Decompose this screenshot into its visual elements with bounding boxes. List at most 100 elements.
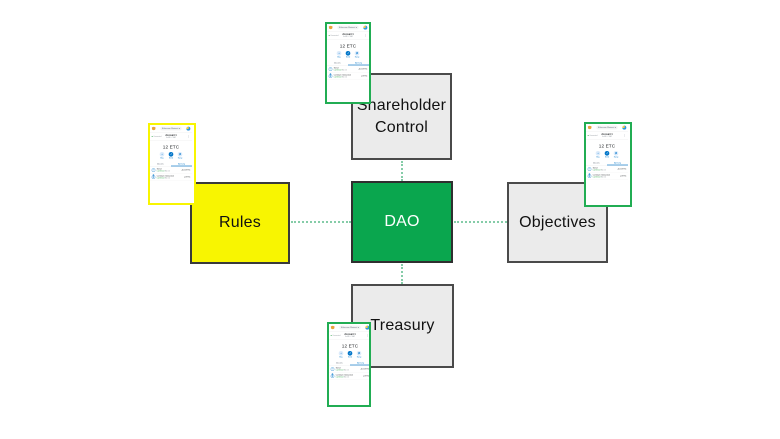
- send-label: Send: [168, 157, 174, 160]
- network-selector: Ethereum Mainnet ▾: [160, 126, 182, 131]
- tab-activity: Activity: [606, 161, 628, 166]
- send-action: ↗ Send: [345, 50, 351, 58]
- node-treasury-label: Treasury: [370, 317, 435, 334]
- buy-action: + Buy: [159, 151, 165, 159]
- transaction-row: ↗ Send Confirmed Mar 15 -0.01 ETC: [150, 167, 192, 174]
- send-action: ↗ Send: [604, 150, 610, 159]
- node-rules-label: Rules: [219, 214, 261, 231]
- account-name: Account 1: [165, 134, 177, 137]
- node-shareholder-control: Shareholder Control: [351, 73, 452, 160]
- connector-dao-objectives: [454, 221, 507, 223]
- account-row: Connected Account 1 0x4f8...C9A2 ⋮: [586, 131, 628, 140]
- node-dao-label: DAO: [384, 213, 420, 230]
- tx-sub: Confirmed Mar 14: [157, 177, 183, 179]
- tx-status: Confirmed: [592, 168, 601, 171]
- tx-info: Send Confirmed Mar 15: [334, 67, 357, 71]
- tx-title: Send: [333, 66, 339, 69]
- wallet-card: Ethereum Mainnet ▾ Connected Account 1 0…: [327, 24, 369, 102]
- tab-activity: Activity: [347, 61, 369, 66]
- account-info: Account 1 0x4f8...C9A2: [342, 33, 353, 37]
- transaction-row: ↗ Send Confirmed Mar 15 -0.01 ETC: [586, 166, 628, 173]
- swap-action: ⇄ Swap: [354, 50, 360, 59]
- wallet-balance: 12 ETC: [339, 42, 357, 49]
- tx-sub: Confirmed Mar 15: [336, 369, 359, 371]
- account-info: Account 1 0x4f8...C9A2: [344, 333, 355, 337]
- swap-icon: ⇄: [354, 50, 360, 56]
- tx-info: Send Confirmed Mar 15: [157, 168, 180, 172]
- wallet-card: Ethereum Mainnet ▾ Connected Account 1 0…: [150, 125, 192, 203]
- swap-icon: ⇄: [177, 151, 183, 157]
- connector-shareholder-dao: [401, 161, 403, 181]
- swap-label: Swap: [356, 356, 362, 359]
- tx-title: Contract interaction: [335, 373, 354, 376]
- chevron-down-icon: ▾: [178, 127, 181, 130]
- buy-icon: +: [336, 50, 342, 56]
- tab-assets: Assets: [593, 161, 600, 165]
- account-address: 0x4f8...C9A2: [343, 35, 353, 38]
- network-label: Ethereum Mainnet: [597, 126, 615, 129]
- swap-label: Swap: [354, 56, 360, 59]
- tx-amount: -0 ETC: [619, 174, 627, 177]
- wallet-screenshot-shareholder: Ethereum Mainnet ▾ Connected Account 1 0…: [325, 22, 371, 104]
- wallet-header: Ethereum Mainnet ▾: [329, 324, 369, 332]
- account-avatar: [365, 325, 369, 330]
- tx-info: Send Confirmed Mar 15: [336, 367, 359, 371]
- swap-action: ⇄ Swap: [613, 150, 619, 159]
- network-label: Ethereum Mainnet: [340, 326, 358, 329]
- connected-label: Connected: [330, 34, 339, 37]
- account-address: 0x4f8...C9A2: [345, 335, 355, 338]
- transaction-row: ≣ Contract interaction Confirmed Mar 14 …: [327, 73, 369, 80]
- wallet-actions: + Buy ↗ Send ⇄ Swap: [150, 150, 192, 161]
- send-icon: ↗: [345, 50, 351, 56]
- connected-label: Connected: [589, 134, 598, 137]
- tx-info: Contract interaction Confirmed Mar 14: [334, 74, 360, 78]
- wallet-balance: 12 ETC: [598, 142, 616, 149]
- tx-date: Mar 14: [164, 176, 171, 179]
- tx-sub: Confirmed Mar 15: [157, 170, 180, 172]
- buy-action: + Buy: [595, 150, 601, 158]
- send-label: Send: [604, 156, 610, 159]
- tx-date: Mar 14: [343, 375, 350, 378]
- wallet-header: Ethereum Mainnet ▾: [150, 125, 192, 133]
- buy-icon: +: [159, 151, 165, 157]
- network-selector: Ethereum Mainnet ▾: [339, 325, 361, 330]
- tx-amount: -0 ETC: [362, 374, 370, 377]
- tab-assets: Assets: [157, 162, 164, 166]
- tx-sub: Confirmed Mar 14: [593, 176, 619, 178]
- tx-sub: Confirmed Mar 14: [334, 76, 360, 78]
- send-icon: ↗: [347, 350, 353, 356]
- wallet-balance: 12 ETC: [341, 342, 359, 349]
- tx-contract-icon: ≣: [151, 175, 156, 179]
- account-info: Account 1 0x4f8...C9A2: [601, 133, 612, 137]
- swap-label: Swap: [613, 156, 619, 159]
- transaction-row: ↗ Send Confirmed Mar 15 -0.01 ETC: [327, 66, 369, 73]
- node-rules: Rules: [190, 182, 290, 264]
- send-action: ↗ Send: [347, 350, 353, 358]
- tx-send-icon: ↗: [328, 67, 333, 71]
- tx-info: Send Confirmed Mar 15: [593, 167, 616, 171]
- tx-date: Mar 15: [343, 368, 350, 371]
- tx-title: Contract interaction: [592, 173, 611, 176]
- tx-send-icon: ↗: [151, 168, 156, 172]
- network-selector: Ethereum Mainnet ▾: [337, 25, 359, 30]
- connection-status: Connected: [328, 34, 339, 37]
- account-name: Account 1: [342, 33, 354, 36]
- account-info: Account 1 0x4f8...C9A2: [165, 134, 176, 138]
- chevron-down-icon: ▾: [355, 26, 358, 29]
- transaction-row: ↗ Send Confirmed Mar 15 -0.01 ETC: [329, 366, 369, 373]
- account-address: 0x4f8...C9A2: [166, 136, 176, 139]
- node-shareholder-control-label: Shareholder Control: [356, 96, 447, 136]
- network-label: Ethereum Mainnet: [338, 26, 356, 29]
- tx-status: Confirmed: [333, 75, 342, 78]
- wallet-tabs: Assets Activity: [586, 161, 628, 166]
- chevron-down-icon: ▾: [357, 326, 360, 329]
- connection-status: Connected: [151, 135, 162, 137]
- tx-status: Confirmed: [335, 368, 344, 371]
- connection-status: Connected: [330, 334, 341, 336]
- tx-title: Contract interaction: [156, 174, 175, 177]
- swap-action: ⇄ Swap: [356, 350, 362, 359]
- metamask-fox-icon: [330, 325, 335, 330]
- buy-icon: +: [338, 350, 344, 356]
- send-icon: ↗: [604, 150, 610, 156]
